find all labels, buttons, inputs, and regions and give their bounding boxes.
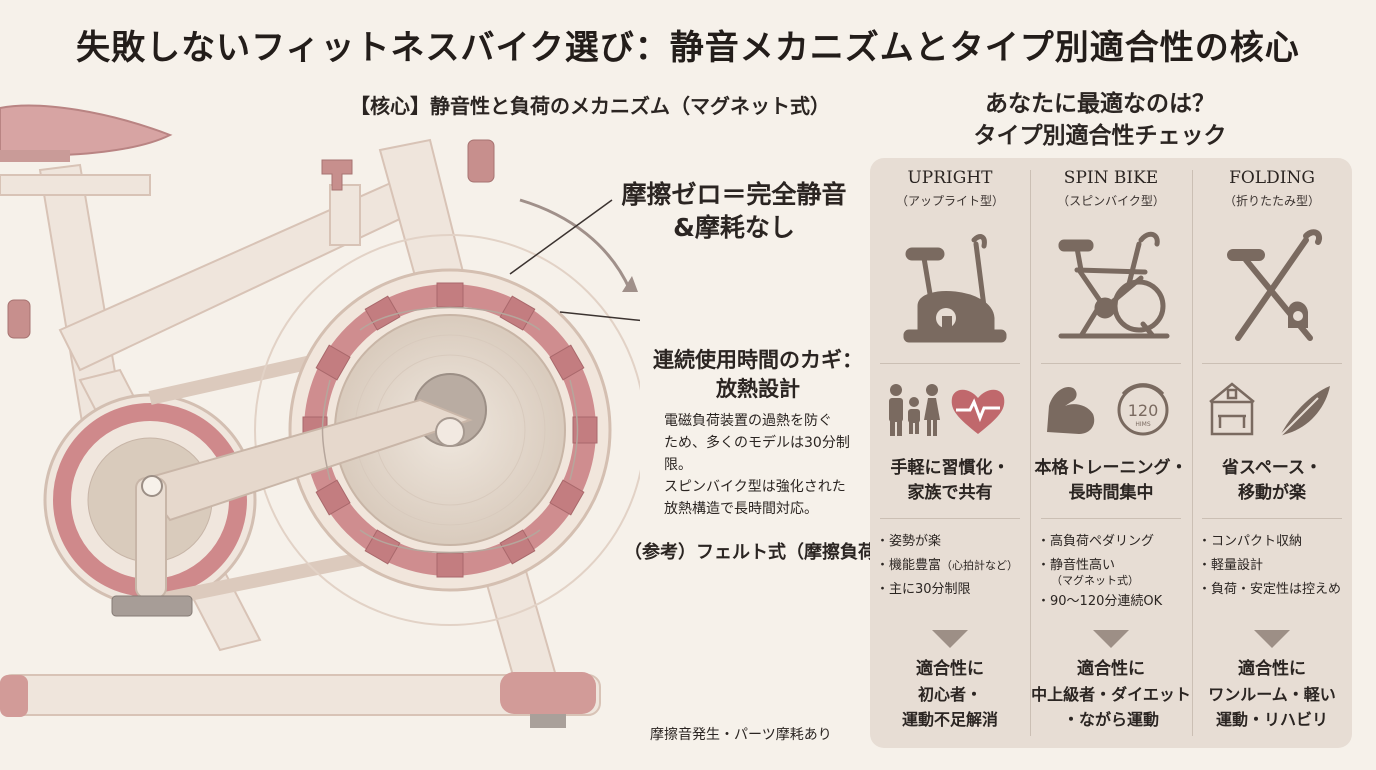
feature-icons <box>889 384 1005 436</box>
fit-line-1: 中上級者・ダイエット <box>1031 685 1191 704</box>
chevron-down-icon <box>1093 630 1129 648</box>
magnet-block <box>549 479 585 516</box>
type-name: SPIN BIKE <box>1063 168 1159 188</box>
feature-bullets: ・高負荷ペダリング ・静音性高い（マグネット式） ・90〜120分連続OK <box>1037 530 1191 614</box>
feature-line-1: 手軽に習慣化・ <box>890 458 1010 478</box>
page-title: 失敗しないフィットネスバイク選び：静音メカニズムとタイプ別適合性の核心 <box>76 28 1300 68</box>
fit-line-1: 初心者・ <box>917 685 982 704</box>
bullet-note: （心拍計など） <box>941 559 1019 572</box>
feature-title: 手軽に習慣化・ 家族で共有 <box>870 456 1030 506</box>
chevron-down-icon <box>1254 630 1290 648</box>
bullet-note: （マグネット式） <box>1051 574 1139 587</box>
feature-line-1: 省スペース・ <box>1222 458 1322 478</box>
fit-label: 適合性に <box>916 659 984 679</box>
magnet-block <box>436 552 464 578</box>
fit-label: 適合性に <box>1077 659 1145 679</box>
bullet-item: ・静音性高い（マグネット式） <box>1037 554 1191 588</box>
bullet-item: ・負荷・安定性は控えめ <box>1198 582 1342 597</box>
fit-line-2: 運動・リハビリ <box>1215 710 1328 729</box>
bullet-item: ・主に30分制限 <box>876 582 971 597</box>
felt-brake-caption: 摩擦音発生・パーツ摩耗あり <box>650 727 832 743</box>
type-column-upright: UPRIGHT （アップライト型） <box>870 158 1030 748</box>
heart-icon <box>951 389 1005 434</box>
type-column-folding: FOLDING （折りたたみ型） <box>1192 158 1352 748</box>
magnet-silence-callout: 摩擦ゼロ＝完全静音 &摩耗なし <box>614 178 854 244</box>
bullet-item: ・機能豊富（心拍計など） <box>876 554 1030 578</box>
heat-title-line-2: 放熱設計 <box>716 377 800 401</box>
feature-bullets: ・コンパクト収納 ・軽量設計 ・負荷・安定性は控えめ <box>1198 530 1352 602</box>
heat-body-line-1: 電磁負荷装置の過熱を防ぐ <box>664 413 832 429</box>
feature-title: 本格トレーニング・ 長時間集中 <box>1031 456 1191 506</box>
column-divider <box>1030 170 1031 736</box>
callout-line-2: &摩耗なし <box>673 213 795 242</box>
type-comparison-panel: UPRIGHT （アップライト型） <box>870 158 1352 748</box>
heat-dissipation-title: 連続使用時間のカギ： 放熱設計 <box>640 346 876 404</box>
fit-value: ワンルーム・軽い 運動・リハビリ <box>1192 682 1352 732</box>
family-icon <box>889 384 940 436</box>
divider <box>1041 518 1181 519</box>
feature-line-2: 移動が楽 <box>1238 483 1306 503</box>
timer-value: 120 <box>1128 401 1159 420</box>
seat-shape <box>0 104 173 157</box>
fit-value: 中上級者・ダイエット ・ながら運動 <box>1031 682 1191 732</box>
comparison-heading-line-1: あなたに最適なのは？ <box>985 91 1215 117</box>
magnet-block <box>436 282 464 308</box>
type-column-spin-bike: SPIN BIKE （スピンバイク型） <box>1031 158 1191 748</box>
type-subtitle: （アップライト型） <box>895 194 1004 208</box>
fit-value: 初心者・ 運動不足解消 <box>870 682 1030 732</box>
bullet-item: ・高負荷ペダリング <box>1037 534 1155 549</box>
bullet-item: ・姿勢が楽 <box>876 534 942 549</box>
bullet-item: ・90〜120分連続OK <box>1037 594 1163 609</box>
fit-line-2: 運動不足解消 <box>901 710 998 729</box>
bullet-text: ・機能豊富 <box>876 558 942 573</box>
heat-body-line-4: 放熱構造で長時間対応。 <box>664 501 818 517</box>
muscle-arm-icon <box>1047 386 1095 434</box>
type-subtitle: （スピンバイク型） <box>1057 194 1165 208</box>
room-icon <box>1209 382 1255 436</box>
bullet-text: ・静音性高い <box>1037 558 1116 573</box>
magnet-block <box>315 479 351 516</box>
fit-label: 適合性に <box>1238 659 1306 679</box>
feature-bullets: ・姿勢が楽 ・機能豊富（心拍計など） ・主に30分制限 <box>876 530 1030 602</box>
chevron-down-icon <box>932 630 968 648</box>
callout-line-1: 摩擦ゼロ＝完全静音 <box>621 180 847 209</box>
divider <box>1041 363 1181 364</box>
felt-brake-title: （参考）フェルト式（摩擦負荷） <box>624 542 894 563</box>
feather-icon <box>1277 386 1330 439</box>
bike-flywheel-illustration <box>0 104 640 728</box>
bullet-item: ・コンパクト収納 <box>1198 534 1303 549</box>
magnet-block <box>572 416 598 444</box>
bullet-item: ・軽量設計 <box>1198 558 1264 573</box>
timer-icon: 120 HIMS <box>1117 383 1169 436</box>
divider <box>880 518 1020 519</box>
feature-icons: 120 HIMS <box>1047 383 1169 436</box>
type-subtitle: （折りたたみ型） <box>1223 194 1320 208</box>
heat-dissipation-body: 電磁負荷装置の過熱を防ぐ ため、多くのモデルは30分制限。 スピンバイク型は強化… <box>664 410 874 520</box>
spin-bike-icon <box>1058 231 1170 339</box>
magnet-block <box>549 344 585 381</box>
type-name: UPRIGHT <box>907 168 993 188</box>
heat-body-line-3: スピンバイク型は強化された <box>664 479 846 495</box>
divider <box>880 363 1020 364</box>
type-name: FOLDING <box>1229 168 1315 188</box>
magnet-block <box>315 344 351 381</box>
heat-title-line-1: 連続使用時間のカギ： <box>653 348 863 372</box>
fit-line-2: ・ながら運動 <box>1062 710 1159 729</box>
comparison-heading-line-2: タイプ別適合性チェック <box>973 123 1227 149</box>
feature-icons <box>1209 382 1330 439</box>
upright-bike-icon <box>903 234 1007 343</box>
timer-unit: HIMS <box>1135 421 1150 428</box>
heat-body-line-2: ため、多くのモデルは30分制限。 <box>664 435 850 473</box>
feature-line-2: 長時間集中 <box>1068 483 1154 503</box>
feature-line-1: 本格トレーニング・ <box>1034 458 1188 478</box>
feature-title: 省スペース・ 移動が楽 <box>1192 456 1352 506</box>
feature-line-2: 家族で共有 <box>907 483 993 503</box>
mechanism-heading: 【核心】静音性と負荷のメカニズム（マグネット式） <box>350 94 830 118</box>
column-divider <box>1192 170 1193 736</box>
comparison-heading: あなたに最適なのは？ タイプ別適合性チェック <box>930 88 1270 152</box>
divider <box>1202 363 1342 364</box>
divider <box>1202 518 1342 519</box>
folding-bike-icon <box>1227 229 1322 341</box>
fit-line-1: ワンルーム・軽い <box>1208 685 1336 704</box>
